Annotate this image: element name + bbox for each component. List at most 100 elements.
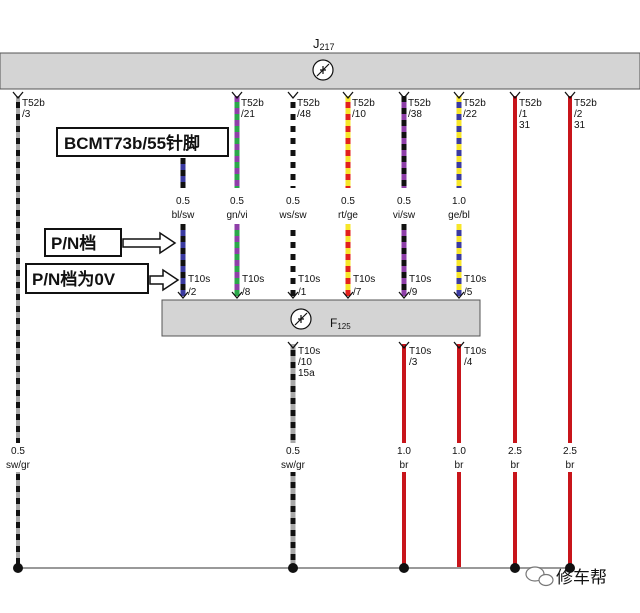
upper-pin-extra: 31 <box>519 120 531 131</box>
j217-pin-connector-8 <box>564 91 576 100</box>
lower-label-bg <box>4 443 32 472</box>
callout-pn: P/N档 <box>44 228 177 257</box>
j217-pin-connector-6 <box>453 91 465 100</box>
mid-wire-size: 1.0 <box>452 196 466 207</box>
f125-bottom-pin-conn: T10s <box>409 346 431 357</box>
f125-top-connector-6 <box>453 291 465 300</box>
watermark-text: 修车帮 <box>556 568 607 587</box>
lower-label-bg <box>556 443 584 472</box>
upper-pin-conn: T52b <box>22 98 45 109</box>
upper-pin-number: /38 <box>408 109 422 120</box>
f125-top-connector-1 <box>177 291 189 300</box>
f125-top-pin-number: /7 <box>353 287 362 298</box>
lower-wire-color: br <box>455 460 465 471</box>
lower-label-bg <box>445 443 473 472</box>
mid-wire-size: 0.5 <box>341 196 355 207</box>
callout-bcm-text: BCMT73b/55针脚 <box>64 133 200 153</box>
mid-wire-color: bl/sw <box>172 210 196 221</box>
f125-bottom-connector-2 <box>398 341 410 350</box>
callout-pn-arrow <box>122 231 177 255</box>
callout-bcm: BCMT73b/55针脚 <box>56 127 229 157</box>
lower-wire-size: 1.0 <box>452 446 466 457</box>
f125-label: F125 <box>330 316 351 331</box>
upper-pin-conn: T52b <box>519 98 542 109</box>
j217-pin-connector-2 <box>231 91 243 100</box>
j217-pin-connector-4 <box>342 91 354 100</box>
ground-dots <box>13 563 575 573</box>
f125-bottom-pin-conn: T10s <box>464 346 486 357</box>
upper-pin-conn: T52b <box>574 98 597 109</box>
lower-wire-size: 1.0 <box>397 446 411 457</box>
f125-bottom-connector-3 <box>453 341 465 350</box>
f125-bottom-pin-extra: 15a <box>298 368 315 379</box>
f125-top-pin-conn: T10s <box>298 274 320 285</box>
f125-top-pin-number: /9 <box>409 287 418 298</box>
f125-top-pin-number: /1 <box>298 287 307 298</box>
mid-wire-color: vi/sw <box>393 210 416 221</box>
lower-wire-size: 0.5 <box>11 446 25 457</box>
f125-bottom-connector-1 <box>287 341 299 350</box>
mid-wire-color: gn/vi <box>226 210 247 221</box>
upper-pin-number: /22 <box>463 109 477 120</box>
f125-bottom-pin-number: /3 <box>409 357 418 368</box>
f125-top-pin-conn: T10s <box>242 274 264 285</box>
f125-top-pin-number: /8 <box>242 287 251 298</box>
upper-pin-number: /2 <box>574 109 583 120</box>
callout-pn0v: P/N档为0V <box>25 263 180 294</box>
lower-wire-color: sw/gr <box>6 460 31 471</box>
upper-pin-conn: T52b <box>241 98 264 109</box>
lower-label-bg <box>279 443 307 472</box>
f125-top-connector-5 <box>398 291 410 300</box>
f125-top-connector-3 <box>287 291 299 300</box>
upper-pin-conn: T52b <box>352 98 375 109</box>
labels-layer: T52b/3T52b/21T52b/48T52b/10T52b/38T52b/2… <box>4 98 597 472</box>
upper-pin-number: /48 <box>297 109 311 120</box>
j217-pin-connector-5 <box>398 91 410 100</box>
lower-wire-color: br <box>566 460 576 471</box>
callout-pn0v-arrow <box>149 268 180 292</box>
lower-wire-size: 0.5 <box>286 446 300 457</box>
upper-pin-conn: T52b <box>463 98 486 109</box>
f125-top-pin-number: /5 <box>464 287 473 298</box>
f125-top-pin-conn: T10s <box>353 274 375 285</box>
mid-wire-color: rt/ge <box>338 210 358 221</box>
lower-wire-size: 2.5 <box>508 446 522 457</box>
ground-dot-2 <box>288 563 298 573</box>
lower-wire-color: sw/gr <box>281 460 306 471</box>
lower-label-bg <box>501 443 529 472</box>
j217-pin-connector-1 <box>12 91 24 100</box>
f125-bottom-pin-conn: T10s <box>298 346 320 357</box>
j217-pin-connector-3 <box>287 91 299 100</box>
mid-wire-size: 0.5 <box>176 196 190 207</box>
mid-wire-color: ws/sw <box>278 210 307 221</box>
upper-pin-number: /3 <box>22 109 31 120</box>
f125-top-pin-conn: T10s <box>409 274 431 285</box>
callout-pn0v-text: P/N档为0V <box>32 269 116 289</box>
upper-pin-number: /10 <box>352 109 366 120</box>
mid-wire-color: ge/bl <box>448 210 470 221</box>
j217-pin-connector-7 <box>509 91 521 100</box>
f125-top-pin-conn: T10s <box>464 274 486 285</box>
j217-ground-icon <box>312 59 334 81</box>
watermark: 修车帮 <box>525 566 607 587</box>
wechat-icon <box>525 566 554 587</box>
ground-dot-4 <box>510 563 520 573</box>
f125-bottom-pin-number: /10 <box>298 357 312 368</box>
f125-top-pin-conn: T10s <box>188 274 210 285</box>
upper-pin-extra: 31 <box>574 120 586 131</box>
upper-pin-number: /1 <box>519 109 528 120</box>
mid-wire-size: 0.5 <box>230 196 244 207</box>
mid-wire-size: 0.5 <box>286 196 300 207</box>
f125-ground-icon <box>290 308 312 330</box>
upper-pin-conn: T52b <box>297 98 320 109</box>
ground-dot-5 <box>565 563 575 573</box>
lower-wire-color: br <box>400 460 410 471</box>
f125-top-connector-2 <box>231 291 243 300</box>
upper-pin-number: /21 <box>241 109 255 120</box>
lower-wire-color: br <box>511 460 521 471</box>
j217-label: J217 <box>313 36 335 52</box>
ground-dot-1 <box>13 563 23 573</box>
mid-wire-size: 0.5 <box>397 196 411 207</box>
